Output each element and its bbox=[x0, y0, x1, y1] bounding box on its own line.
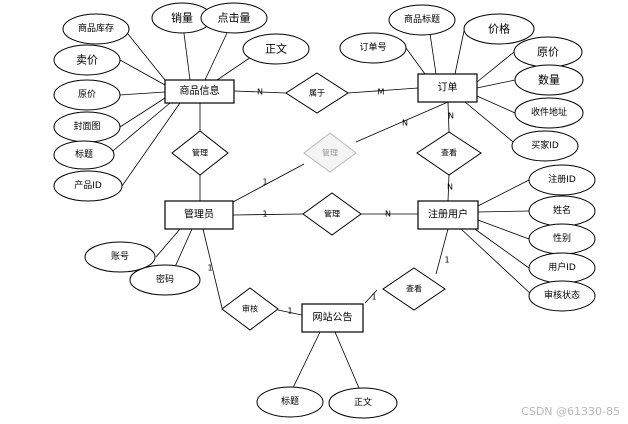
attr-order-price[interactable]: 价格 bbox=[463, 13, 535, 45]
attr-product-clicks[interactable]: 点击量 bbox=[200, 2, 268, 34]
cardinality-user-view-orders: N bbox=[447, 183, 453, 192]
attr-admin-account-label: 账号 bbox=[111, 251, 129, 262]
entity-notice[interactable]: 网站公告 bbox=[301, 303, 364, 333]
attr-user-name[interactable]: 姓名 bbox=[528, 195, 596, 227]
attr-product-body[interactable]: 正文 bbox=[242, 33, 310, 65]
attr-product-title[interactable]: 标题 bbox=[53, 140, 115, 170]
attr-product-original-price[interactable]: 原价 bbox=[53, 79, 121, 111]
attr-notice-body[interactable]: 正文 bbox=[328, 387, 398, 419]
cardinality-admin-review: 1 bbox=[207, 264, 212, 273]
entity-user-label: 注册用户 bbox=[428, 208, 468, 221]
attr-order-price-label: 价格 bbox=[488, 22, 510, 36]
watermark: CSDN @61330-85 bbox=[521, 405, 620, 418]
relationship-review-label: 审核 bbox=[242, 304, 258, 314]
entity-order-label: 订单 bbox=[438, 82, 458, 94]
entity-order[interactable]: 订单 bbox=[417, 73, 478, 103]
attr-product-sale-price[interactable]: 卖价 bbox=[53, 44, 121, 76]
attr-user-name-label: 姓名 bbox=[553, 204, 571, 216]
entity-product-label: 商品信息 bbox=[180, 84, 220, 97]
entity-user[interactable]: 注册用户 bbox=[417, 200, 479, 230]
relationship-manage-products[interactable]: 管理 bbox=[171, 130, 229, 176]
cardinality-user-manage: N bbox=[385, 210, 391, 219]
attr-order-buyer-id-label: 买家ID bbox=[531, 139, 559, 151]
entity-notice-label: 网站公告 bbox=[313, 311, 353, 324]
attr-order-address-label: 收件地址 bbox=[531, 106, 567, 118]
attr-product-stock[interactable]: 商品库存 bbox=[62, 13, 130, 45]
relationship-view-notice[interactable]: 查看 bbox=[382, 267, 446, 311]
attr-product-title-label: 标题 bbox=[75, 148, 93, 160]
attr-order-product-title[interactable]: 商品标题 bbox=[388, 4, 456, 36]
cardinality-notice-view: 1 bbox=[371, 293, 376, 302]
cardinality-order-view: N bbox=[448, 112, 454, 121]
entity-admin-label: 管理员 bbox=[184, 208, 214, 221]
cardinality-order-belongs: M bbox=[378, 88, 385, 97]
relationship-manage-users[interactable]: 管理 bbox=[302, 192, 362, 236]
attr-order-quantity[interactable]: 数量 bbox=[514, 64, 584, 96]
attr-order-number[interactable]: 订单号 bbox=[339, 32, 407, 64]
attr-product-sale-price-label: 卖价 bbox=[76, 54, 98, 67]
attr-order-buyer-id[interactable]: 买家ID bbox=[511, 130, 579, 162]
relationship-manage-orders[interactable]: 管理 bbox=[303, 132, 357, 173]
attr-user-gender-label: 性别 bbox=[553, 232, 571, 244]
relationship-view-orders[interactable]: 查看 bbox=[416, 131, 482, 176]
attr-user-gender[interactable]: 性别 bbox=[528, 223, 596, 255]
relationship-manage-users-label: 管理 bbox=[324, 209, 340, 219]
attr-user-register-id-label: 注册ID bbox=[548, 173, 576, 185]
attr-notice-title[interactable]: 标题 bbox=[256, 386, 324, 418]
attr-product-id-label: 产品ID bbox=[74, 179, 102, 191]
attr-product-stock-label: 商品库存 bbox=[78, 22, 114, 34]
attr-notice-title-label: 标题 bbox=[281, 395, 299, 407]
attr-admin-account[interactable]: 账号 bbox=[84, 241, 156, 273]
entity-product[interactable]: 商品信息 bbox=[164, 79, 235, 104]
cardinality-admin-manage-orders: 1 bbox=[262, 178, 267, 187]
attr-order-number-label: 订单号 bbox=[359, 41, 386, 53]
relationship-manage-orders-label: 管理 bbox=[322, 148, 338, 158]
cardinality-notice-review: 1 bbox=[287, 307, 292, 316]
connector-lines bbox=[107, 17, 534, 396]
attr-admin-password[interactable]: 密码 bbox=[129, 264, 201, 296]
cardinality-admin-manage-users: 1 bbox=[262, 210, 267, 219]
cardinality-order-manage: N bbox=[402, 119, 408, 128]
attr-product-cover[interactable]: 封面图 bbox=[53, 111, 121, 143]
relationship-manage-products-label: 管理 bbox=[192, 148, 208, 158]
attr-notice-body-label: 正文 bbox=[354, 396, 372, 408]
attr-order-quantity-label: 数量 bbox=[538, 74, 560, 87]
cardinality-product-belongs: N bbox=[257, 88, 263, 97]
attr-order-address[interactable]: 收件地址 bbox=[514, 97, 584, 129]
relationship-belongs-label: 属于 bbox=[309, 89, 325, 98]
attr-user-id-label: 用户ID bbox=[548, 261, 576, 273]
attr-product-cover-label: 封面图 bbox=[73, 120, 100, 132]
attr-product-sales-label: 销量 bbox=[171, 11, 193, 25]
attr-product-original-price-label: 原价 bbox=[78, 89, 96, 100]
attr-user-id[interactable]: 用户ID bbox=[528, 252, 596, 284]
relationship-view-notice-label: 查看 bbox=[406, 284, 422, 294]
relationship-belongs[interactable]: 属于 bbox=[285, 72, 349, 114]
attr-product-clicks-label: 点击量 bbox=[218, 12, 251, 25]
attr-user-register-id[interactable]: 注册ID bbox=[528, 164, 596, 196]
attr-order-original-price[interactable]: 原价 bbox=[513, 36, 583, 68]
attr-product-body-label: 正文 bbox=[265, 42, 287, 56]
attr-user-review-status[interactable]: 审核状态 bbox=[528, 280, 596, 312]
attr-order-product-title-label: 商品标题 bbox=[404, 13, 440, 25]
relationship-review[interactable]: 审核 bbox=[221, 287, 279, 331]
attr-order-original-price-label: 原价 bbox=[537, 46, 559, 59]
attr-product-sales[interactable]: 销量 bbox=[151, 2, 213, 34]
attr-admin-password-label: 密码 bbox=[156, 273, 174, 285]
entity-admin[interactable]: 管理员 bbox=[164, 200, 234, 230]
cardinality-user-view-notice: 1 bbox=[444, 256, 449, 265]
attr-user-review-status-label: 审核状态 bbox=[544, 289, 580, 301]
relationship-view-orders-label: 查看 bbox=[441, 148, 457, 158]
attr-product-id[interactable]: 产品ID bbox=[53, 170, 123, 202]
cardinality-labels: N M N 1 N N 1 N 1 1 1 1 bbox=[207, 88, 454, 316]
